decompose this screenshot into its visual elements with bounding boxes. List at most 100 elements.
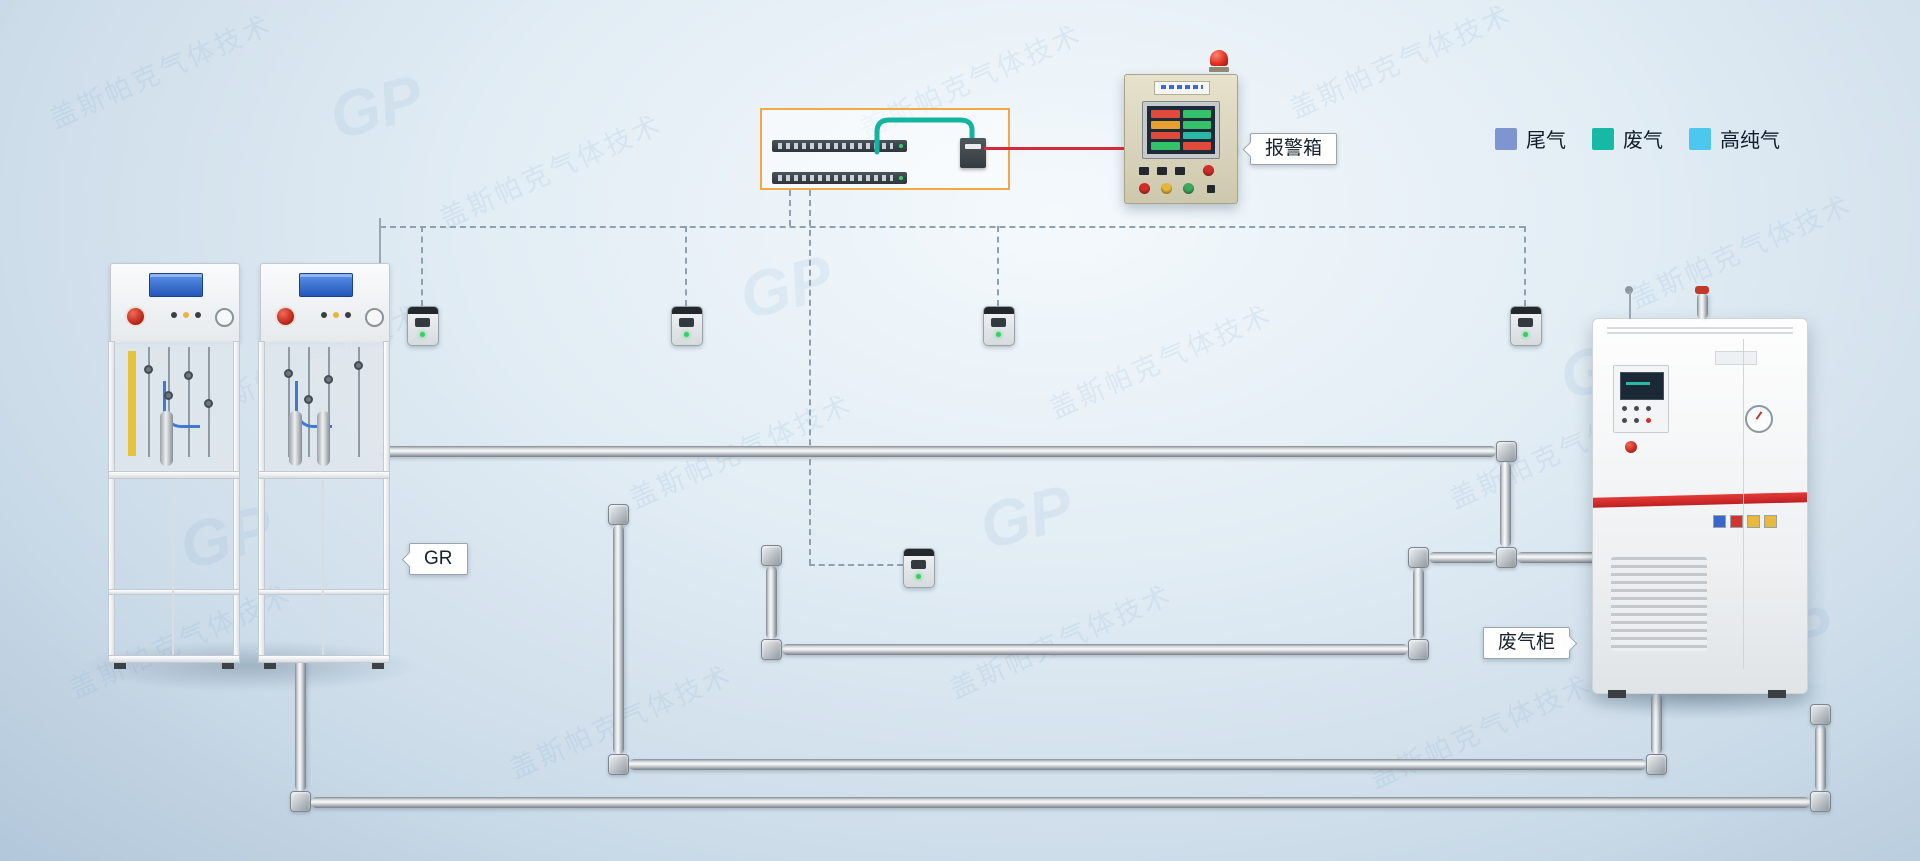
signal-dashed-drop [789, 190, 791, 226]
network-cable-path [874, 117, 975, 155]
detector-cap [672, 307, 702, 314]
beacon-dome [1210, 50, 1228, 66]
pipe-cap [761, 545, 782, 566]
antenna-rod [379, 218, 381, 264]
callout-arrow-icon [1561, 635, 1578, 652]
gas-detector-5 [903, 548, 935, 588]
gas-detector-4 [1510, 306, 1542, 346]
pipe-vertical [613, 525, 624, 754]
detector-sensor-window [991, 318, 1006, 327]
rack-button [183, 312, 189, 318]
warning-sticker [1730, 515, 1743, 528]
callout-alarm-box: 报警箱 [1242, 133, 1338, 165]
gas-rack-label: GR [424, 548, 453, 569]
alarm-box-label: 报警箱 [1265, 138, 1323, 159]
pipe-elbow [1408, 639, 1429, 660]
valve-handle [1695, 286, 1709, 294]
alarm-switch [1207, 185, 1215, 193]
rack-switch-1 [772, 140, 907, 152]
signal-dashed-drop [421, 226, 423, 306]
rack-lcd-screen [149, 273, 203, 297]
panel-button-red [1646, 418, 1651, 423]
watermark-text: 盖斯帕克气体技术 [45, 9, 277, 135]
channel-indicator [1182, 120, 1211, 129]
alarm-display [1142, 101, 1220, 159]
rack-frame-rail [108, 655, 240, 663]
gas-tube [188, 347, 190, 457]
signal-dashed-drop [1524, 226, 1526, 306]
detector-sensor-window [911, 560, 926, 569]
detector-cap [904, 549, 934, 556]
panel-button [1646, 406, 1651, 411]
pipe-horizontal [782, 644, 1408, 655]
rack-controller [110, 263, 240, 343]
brand-sticker [1715, 351, 1757, 365]
alarm-button-red [1139, 183, 1150, 194]
legend-swatch [1495, 127, 1517, 150]
alarm-signal-line [984, 147, 1124, 150]
network-cable [874, 117, 975, 155]
rack-frame-post [233, 341, 240, 663]
watermark-text: 盖斯帕克气体技术 [1365, 669, 1597, 795]
gas-tube [168, 347, 170, 457]
panel-button [1634, 418, 1639, 423]
antenna-tip [1625, 286, 1633, 294]
converter-label-plate [965, 144, 981, 149]
signal-dashed-line [809, 564, 903, 566]
gas-tube-bend [163, 381, 200, 428]
cabinet-emergency-button [1625, 441, 1637, 453]
channel-indicator [1151, 142, 1180, 150]
rack-button [195, 312, 201, 318]
rack-frame-rail [258, 471, 390, 479]
pressure-gauge-icon [215, 308, 234, 327]
rack-frame-rail [258, 589, 390, 595]
panel-button [1622, 406, 1627, 411]
alarm-title-plate [1154, 81, 1210, 95]
waste-gas-cabinet [1592, 286, 1808, 694]
rack-button [345, 312, 351, 318]
signal-dashed-drop [809, 190, 811, 565]
pipe-elbow [1646, 754, 1667, 775]
switch-ports [778, 175, 893, 181]
exhaust-pipe-stub [1697, 293, 1708, 319]
rack-controller [260, 263, 390, 343]
detector-status-led [996, 332, 1001, 337]
pipe-vertical [1815, 725, 1826, 791]
valve-icon [284, 369, 293, 378]
detector-sensor-window [679, 318, 694, 327]
alarm-plate-text [1161, 85, 1203, 89]
watermark-text: 盖斯帕克气体技术 [1285, 0, 1517, 125]
legend: 尾气 废气 高纯气 [1495, 124, 1806, 153]
alarm-control-box [1124, 50, 1238, 204]
legend-label: 废气 [1623, 130, 1663, 152]
pressure-gauge-icon [1745, 405, 1773, 433]
pipe-elbow [290, 791, 311, 812]
ventilation-grille [1611, 557, 1707, 651]
cabinet-foot [1608, 690, 1626, 698]
detector-status-led [1523, 332, 1528, 337]
pipe-vertical [1651, 694, 1662, 754]
valve-icon [304, 395, 313, 404]
signal-dashed-line [380, 226, 1525, 228]
panel-button [1634, 406, 1639, 411]
alarm-button-green [1183, 183, 1194, 194]
pipe-cap [608, 504, 629, 525]
channel-indicator [1182, 142, 1211, 150]
pressure-gauge-icon [365, 308, 384, 327]
pipe-vertical [1500, 462, 1511, 547]
floor-shadow [80, 640, 420, 692]
signal-dashed-drop [685, 226, 687, 306]
cabinet-foot [1768, 690, 1786, 698]
pipe-elbow [1496, 441, 1517, 462]
pipe-elbow [761, 639, 782, 660]
gas-rack-1 [104, 263, 244, 669]
alarm-switch [1175, 167, 1185, 175]
channel-indicator [1182, 110, 1211, 118]
legend-item-tail-gas: 尾气 [1495, 124, 1566, 153]
gas-rack-group [104, 263, 396, 673]
pipe-elbow [1810, 791, 1831, 812]
pipe-vertical [766, 566, 777, 639]
valve-icon [354, 361, 363, 370]
pipe-vertical [295, 660, 306, 791]
media-converter [960, 138, 986, 168]
